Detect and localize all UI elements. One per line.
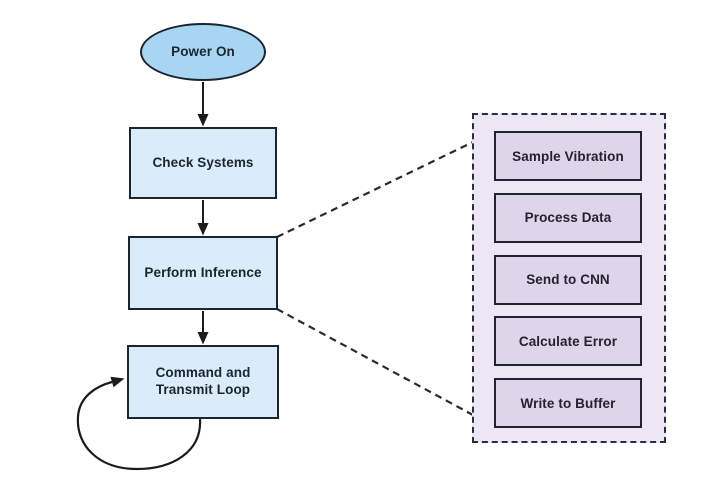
panel-item-label: Sample Vibration: [512, 148, 624, 164]
node-label-line2: Transmit Loop: [155, 382, 251, 397]
arrowhead-check-to-inference: [197, 223, 209, 236]
panel-item-label: Process Data: [524, 210, 612, 226]
node-command-transmit-loop: Command and Transmit Loop: [127, 345, 279, 419]
panel-item-sample-vibration: Sample Vibration: [494, 131, 642, 181]
panel-item-label: Write to Buffer: [520, 395, 616, 411]
panel-item-process-data: Process Data: [494, 192, 642, 243]
node-label: Power On: [171, 43, 235, 59]
dashed-link-bottom: [276, 308, 474, 416]
node-check-systems: Check Systems: [129, 127, 277, 199]
panel-item-send-to-cnn: Send to CNN: [494, 254, 642, 305]
dashed-link-top: [276, 141, 474, 238]
node-perform-inference: Perform Inference: [128, 236, 278, 310]
node-label-line1: Command and: [155, 365, 251, 381]
panel-item-label: Calculate Error: [518, 333, 618, 349]
arrowhead-inference-to-loop: [197, 332, 209, 345]
self-loop-arrowhead: [110, 376, 125, 388]
node-label: Check Systems: [152, 154, 254, 170]
node-label: Perform Inference: [144, 264, 262, 280]
node-label: Command and Transmit Loop: [156, 365, 251, 399]
inference-detail-panel: Sample Vibration Process Data Send to CN…: [472, 113, 666, 443]
panel-item-label: Send to CNN: [526, 272, 610, 287]
panel-item-write-to-buffer: Write to Buffer: [494, 378, 642, 428]
self-loop-curve: [76, 380, 202, 471]
arrowhead-start-to-check: [197, 114, 209, 127]
panel-item-calculate-error: Calculate Error: [494, 316, 642, 367]
node-power-on: Power On: [140, 23, 266, 81]
